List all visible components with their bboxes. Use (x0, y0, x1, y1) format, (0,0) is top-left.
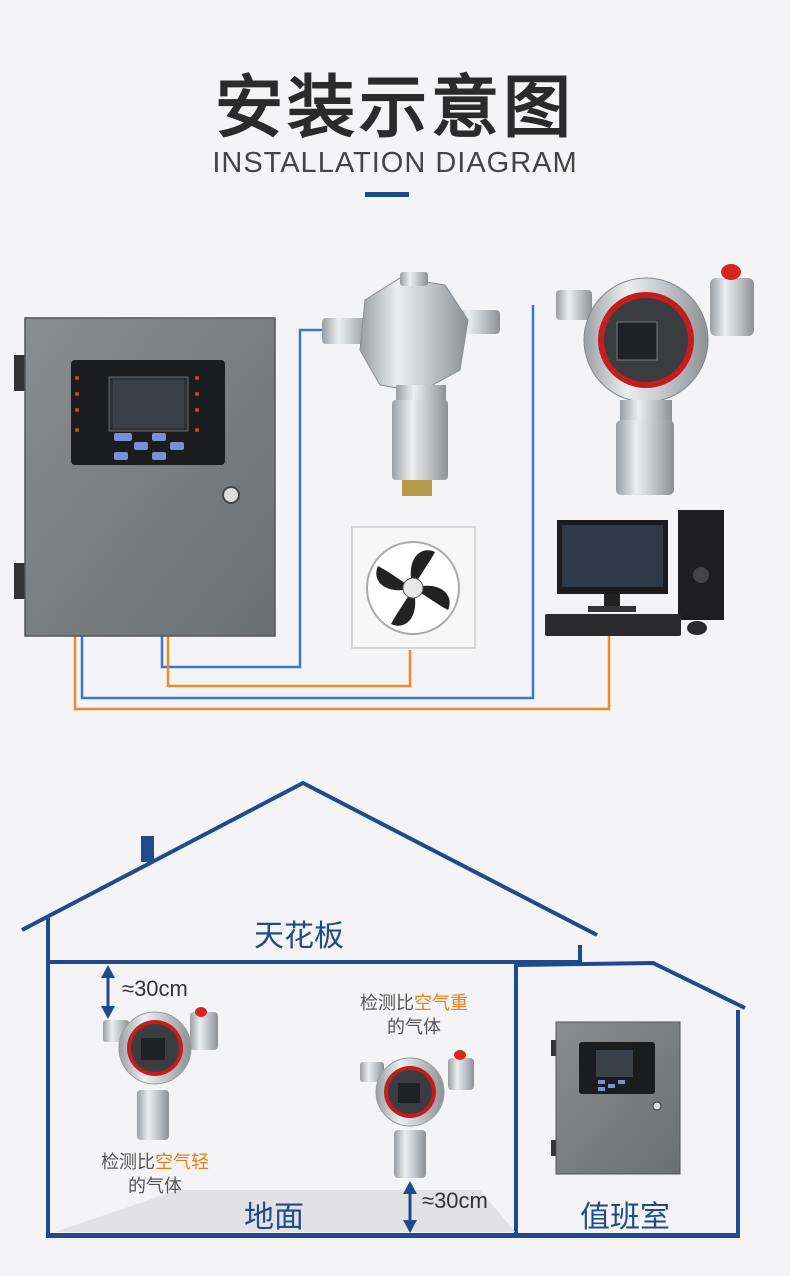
controller-cabinet (14, 317, 276, 637)
wire-orange-fan (166, 636, 412, 688)
chimney (141, 836, 154, 862)
exhaust-fan (351, 526, 476, 649)
ceiling-line (46, 918, 582, 964)
light-gas-highlight: 空气轻 (155, 1152, 209, 1173)
gas-detector-junction (322, 272, 500, 496)
page-subtitle: INSTALLATION DIAGRAM (212, 147, 578, 179)
wire-blue-detector2 (80, 305, 535, 700)
top-gap-label: ≈30cm (122, 976, 188, 1001)
heavy-gas-line2: 的气体 (387, 1017, 441, 1038)
light-gas-note: 检测比空气轻 的气体 (90, 1151, 220, 1199)
heavy-gas-highlight: 空气重 (414, 993, 468, 1014)
light-gas-prefix: 检测比 (101, 1152, 155, 1173)
page-title: 安装示意图 (214, 69, 575, 148)
ground-shade (55, 1190, 515, 1232)
duty-room-roof (515, 960, 746, 1010)
duty-room-label: 值班室 (580, 1200, 670, 1235)
bottom-gap-label: ≈30cm (422, 1188, 488, 1213)
floor-label: 地面 (244, 1200, 304, 1235)
computer (545, 510, 724, 636)
dimension-bottom (403, 1181, 417, 1233)
gas-detector-display (556, 264, 754, 495)
roof (21, 780, 598, 937)
heavy-gas-note: 检测比空气重 的气体 (349, 992, 479, 1040)
wire-blue-detector1 (160, 328, 322, 669)
light-gas-line2: 的气体 (128, 1176, 182, 1197)
ceiling-label: 天花板 (254, 919, 344, 954)
heavy-gas-prefix: 检测比 (360, 993, 414, 1014)
house-outline (21, 780, 746, 1238)
wiring (73, 305, 611, 711)
detector-heavy-gas (360, 1050, 474, 1178)
dimension-top (101, 965, 115, 1019)
detector-light-gas (103, 1007, 218, 1140)
title-underline (365, 192, 409, 197)
duty-room-controller (551, 1021, 681, 1175)
wire-orange-pc (73, 636, 611, 711)
